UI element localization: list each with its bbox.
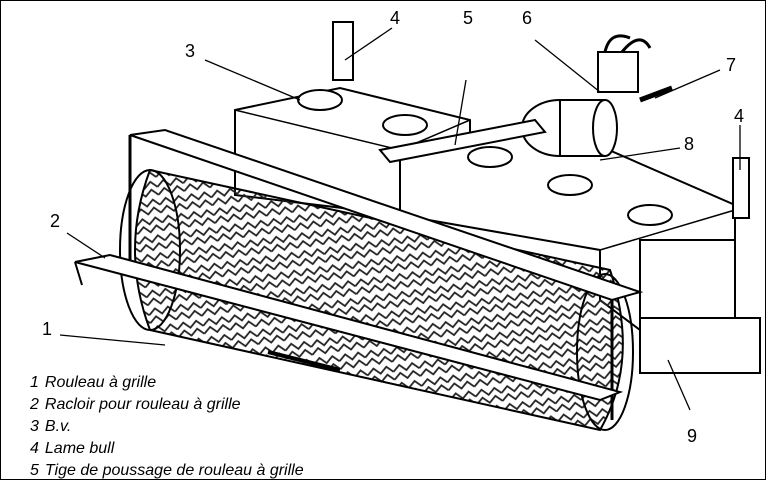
callout-8: 8 (684, 134, 694, 154)
callout-9: 9 (687, 426, 697, 446)
side-skid (639, 317, 761, 374)
callout-5: 5 (463, 8, 473, 28)
hitch-coupling (597, 34, 673, 103)
callout-4-left: 4 (390, 8, 400, 28)
callout-1: 1 (42, 319, 52, 339)
callout-6: 6 (522, 8, 532, 28)
callout-2: 2 (50, 211, 60, 231)
callout-4-right: 4 (734, 106, 744, 126)
drive-motor (521, 99, 618, 157)
roller-scraper (74, 128, 644, 420)
gearbox-covers (297, 89, 673, 226)
gearbox-housing-right (399, 118, 761, 374)
callout-7: 7 (726, 55, 736, 75)
leader-lines (59, 27, 741, 411)
mount-bracket-left (332, 21, 354, 81)
callout-3: 3 (185, 41, 195, 61)
mount-bracket-right (732, 157, 750, 219)
push-rod (378, 118, 547, 164)
